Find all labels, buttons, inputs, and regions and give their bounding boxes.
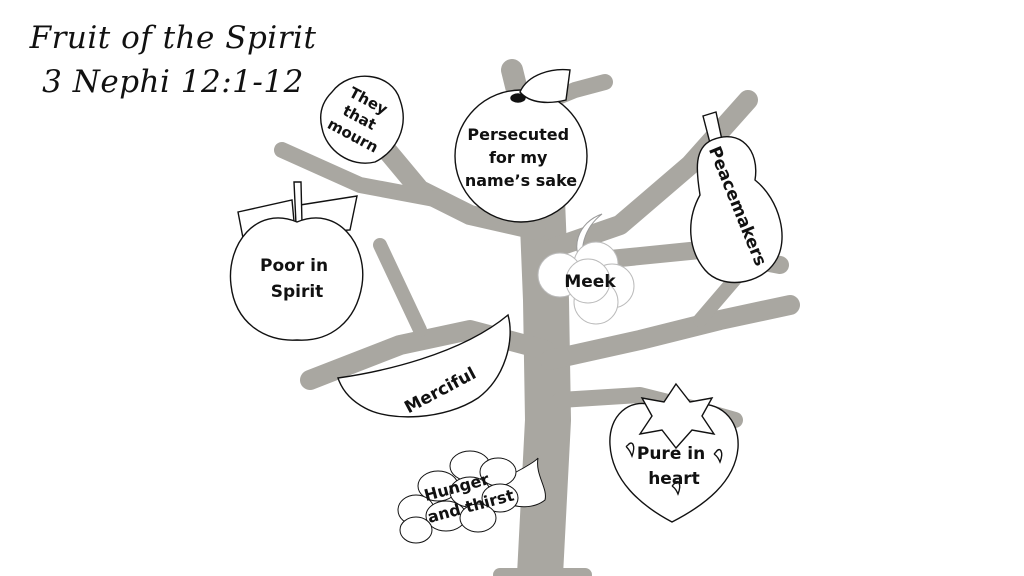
apple-body [229, 217, 364, 341]
branch-left-lower-tip [373, 238, 427, 337]
svg-text:Persecuted for my: Persecuted for my name’s sake [465, 125, 577, 190]
orange-leaf [519, 68, 571, 104]
pear-body [690, 135, 783, 284]
grapes-icon: Hunger and thirst [397, 450, 546, 544]
lemon-icon: They that mourn [320, 75, 404, 164]
branch-right-lower [540, 295, 800, 370]
title-line-1: Fruit of the Spirit [29, 20, 317, 56]
poor-in-spirit-line-2: Spirit [271, 282, 324, 302]
strawberry-seed-3 [671, 480, 681, 496]
strawberry-calyx [638, 382, 716, 450]
persecuted-line-1: Persecuted [467, 125, 569, 144]
lemon-body [320, 75, 404, 164]
poor-in-spirit-line-1: Poor in [260, 256, 328, 276]
branch-left-far [274, 142, 448, 208]
slide-title: Fruit of the Spirit 3 Nephi 12:1-12 [18, 16, 328, 104]
svg-text:Poor in Spirit: Poor in Spirit [260, 256, 334, 302]
meek-label: Meek [564, 272, 616, 292]
grape-8 [459, 503, 497, 533]
persecuted-line-2: for my [489, 148, 548, 167]
strawberry-icon: Pure in heart [609, 382, 739, 523]
pure-in-heart-line-1: Pure in [637, 444, 705, 464]
strawberry-seed-1 [625, 442, 635, 459]
orange-stem [510, 93, 526, 103]
flower-icon: Meek [537, 213, 635, 325]
grape-9 [399, 516, 433, 544]
flower-center [565, 258, 611, 304]
apple-icon: Poor in Spirit [229, 181, 364, 341]
banana-body [337, 313, 511, 418]
pure-in-heart-line-2: heart [648, 469, 700, 489]
title-line-2: 3 Nephi 12:1-12 [42, 64, 304, 100]
orange-icon: Persecuted for my name’s sake [454, 68, 588, 223]
pear-icon: Peacemakers [690, 111, 783, 284]
apple-stem [293, 181, 303, 225]
grape-5 [481, 483, 519, 513]
strawberry-seed-2 [713, 448, 723, 464]
persecuted-line-3: name’s sake [465, 171, 577, 190]
svg-text:Pure in heart: Pure in heart [637, 444, 711, 489]
